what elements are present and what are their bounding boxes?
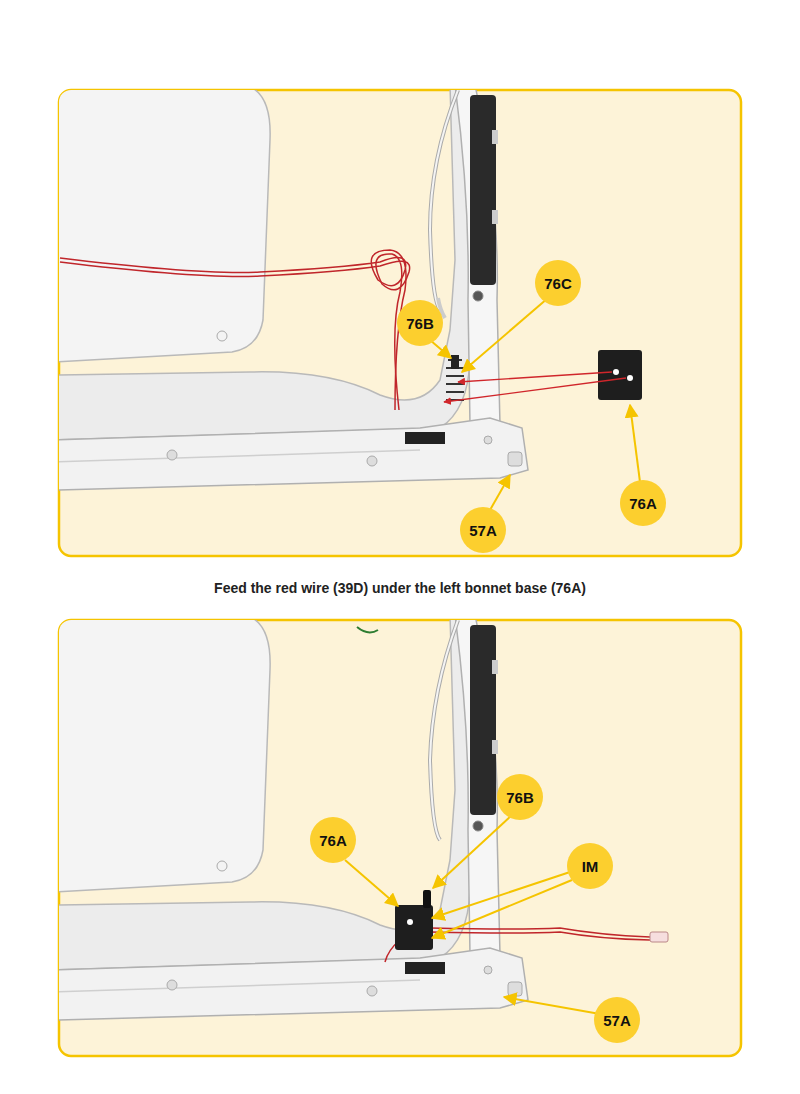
- callout-number: 76C: [535, 260, 581, 306]
- callout-number: IM: [567, 843, 613, 889]
- callout-number: 57A: [594, 997, 640, 1043]
- car-body-top: [59, 90, 642, 490]
- callout-number: 76B: [497, 774, 543, 820]
- caption: Feed the red wire (39D) under the left b…: [0, 580, 800, 596]
- callout-number: 76B: [397, 300, 443, 346]
- callout-number: 57A: [460, 507, 506, 553]
- leader-lines: [345, 298, 640, 1014]
- callout-number: 76A: [620, 480, 666, 526]
- car-body-bottom: [59, 620, 668, 1020]
- callout-number: 76A: [310, 817, 356, 863]
